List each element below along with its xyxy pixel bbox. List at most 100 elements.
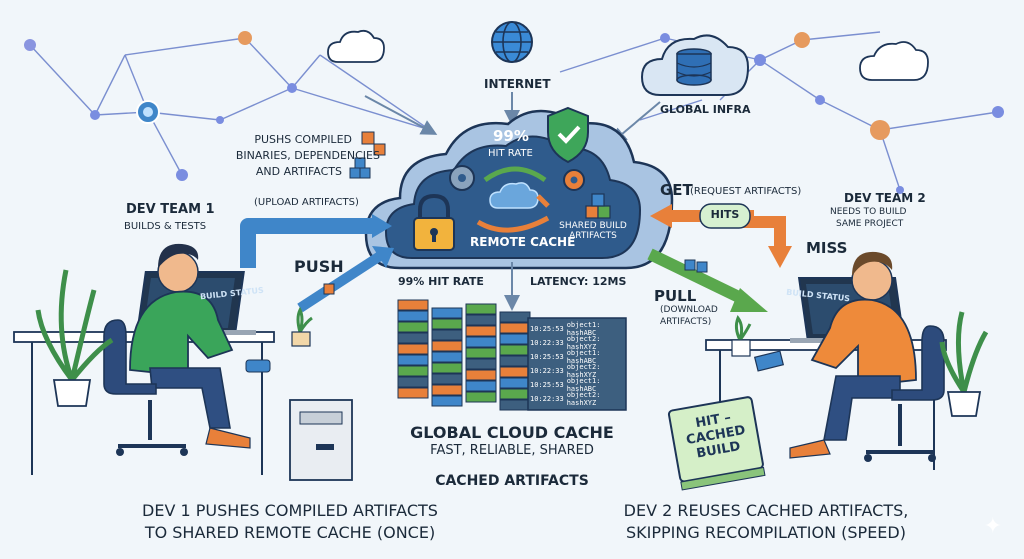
fast-reliable-shared-label: FAST, RELIABLE, SHARED (430, 443, 594, 458)
log-time: 10:25:53 (530, 381, 564, 389)
server-unit (431, 329, 463, 341)
latency-label: LATENCY: 12ms (530, 275, 627, 288)
server-unit (465, 369, 497, 381)
bottom-left-line-1: DEV 1 PUSHES COMPILED ARTIFACTS (142, 501, 438, 520)
log-entry: object2: hashXYZ (566, 391, 601, 407)
server-unit (397, 354, 429, 366)
global-infra-cloud (640, 34, 750, 96)
small-cloud-right (859, 41, 929, 81)
log-entry: object1: hashABC (566, 321, 601, 337)
internet-label: INTERNET (484, 77, 551, 91)
server-unit (499, 344, 531, 356)
upload-arrow (240, 218, 372, 268)
dev1-scene (13, 243, 353, 481)
network-nodes-right (660, 32, 1004, 194)
network-nodes-left (24, 31, 297, 181)
binaries-deps-label: BINARIES, DEPENDENCIES (235, 149, 380, 162)
server-unit (397, 310, 429, 322)
server-unit (465, 303, 497, 315)
same-project-label: SAME PROJECT (836, 219, 904, 229)
get-request-label: (REQUEST ARTIFACTS) (690, 186, 802, 197)
bottom-left-line-2: TO SHARED REMOTE CACHE (ONCE) (144, 522, 436, 542)
log-time: 10:25:53 (530, 353, 564, 361)
log-time: 10:22:33 (530, 339, 564, 347)
bottom-right-line-1: DEV 2 REUSES CACHED ARTIFACTS, (623, 501, 909, 520)
global-cloud-cache-label: GLOBAL CLOUD CACHE (410, 423, 614, 442)
server-unit (397, 321, 429, 333)
server-unit (465, 380, 497, 392)
dev-team-1-label: DEV TEAM 1 (126, 202, 215, 217)
globe-icon (491, 21, 533, 63)
log-entry: object2: hashXYZ (566, 363, 601, 379)
cloud-hit-rate-word: HIT RATE (488, 148, 533, 159)
upload-artifacts-label: (UPLOAD ARTIFACTS) (254, 197, 359, 208)
log-time: 10:22:33 (530, 395, 564, 403)
dev2-scene (705, 251, 989, 470)
shared-build-artifacts-label: SHARED BUILD ARTIFACTS (559, 221, 627, 241)
server-unit (465, 358, 497, 370)
log-time: 10:22:33 (530, 367, 564, 375)
hit-cached-build-sign (667, 396, 766, 491)
server-unit (431, 384, 463, 396)
remote-cache-label: REMOTE CACHE (470, 235, 576, 249)
padlock-icon (413, 193, 455, 251)
and-artifacts-label: AND ARTIFACTS (255, 165, 342, 178)
sparkle-icon: ✦ (983, 514, 1002, 539)
download-label: (DOWNLOAD (660, 305, 718, 315)
shield-check-icon (547, 106, 589, 164)
log-entry: object2: hashXYZ (566, 335, 601, 351)
needs-to-build-label: NEEDS TO BUILD (830, 207, 907, 217)
pull-arrow (647, 248, 748, 306)
hit-rate-bottom-label: 99% HIT RATE (398, 275, 484, 288)
log-entry: object1: hashABC (566, 349, 601, 365)
server-racks (397, 299, 531, 411)
server-unit (431, 318, 463, 330)
server-unit (431, 395, 463, 407)
network-left (29, 37, 431, 176)
server-unit (397, 376, 429, 388)
artifacts-close-label: ARTIFACTS) (660, 317, 712, 327)
server-unit (397, 343, 429, 355)
artifact-cubes-left (349, 131, 386, 179)
server-unit (431, 373, 463, 385)
server-unit (431, 340, 463, 352)
push-arrow (297, 251, 383, 313)
log-time: 10:25:53 (530, 325, 564, 333)
global-infra-label: GLOBAL INFRA (660, 103, 751, 116)
log-entry: object1: hashABC (566, 377, 601, 393)
server-unit (465, 336, 497, 348)
small-cloud-left (327, 29, 385, 63)
cloud-hit-rate-pct: 99% (493, 127, 529, 145)
server-unit (465, 325, 497, 337)
server-unit (499, 377, 531, 389)
server-unit (397, 365, 429, 377)
hits-label: HITS (710, 208, 740, 221)
pushes-compiled-label: PUSHS COMPILED (254, 133, 352, 146)
bottom-right-line-2: SKIPPING RECOMPILATION (SPEED) (626, 522, 906, 542)
miss-label: MISS (806, 239, 848, 257)
builds-tests-label: BUILDS & TESTS (124, 221, 207, 232)
server-unit (465, 314, 497, 326)
server-unit (397, 387, 429, 399)
server-unit (397, 299, 429, 311)
cache-log-panel (527, 317, 627, 411)
bottom-right-caption: DEV 2 REUSES CACHED ARTIFACTS, SKIPPING … (596, 500, 936, 543)
server-unit (465, 347, 497, 359)
cached-artifacts-label: CACHED ARTIFACTS (435, 473, 589, 489)
dev-team-2-label: DEV TEAM 2 (844, 191, 926, 205)
server-unit (499, 333, 531, 345)
server-unit (499, 322, 531, 334)
server-unit (431, 362, 463, 374)
hits-pill (699, 203, 751, 229)
get-label: GET (660, 181, 693, 199)
server-unit (465, 391, 497, 403)
server-unit (431, 351, 463, 363)
server-unit (499, 355, 531, 367)
server-unit (499, 399, 531, 411)
